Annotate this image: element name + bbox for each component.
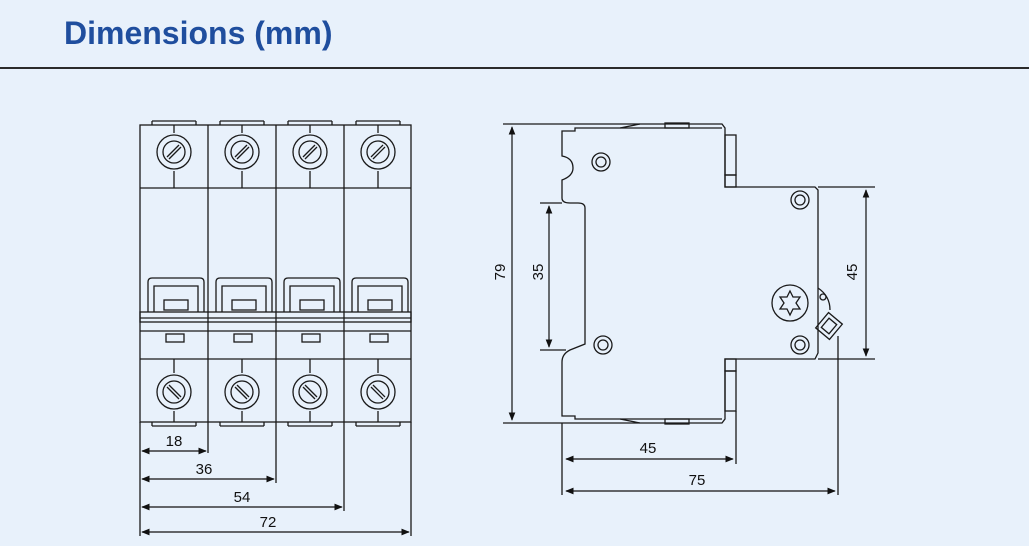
- toggle-handles: [147, 277, 409, 312]
- indicator-window: [301, 333, 321, 343]
- header: Dimensions (mm): [0, 0, 1029, 69]
- dim-label-18: 18: [166, 433, 183, 450]
- header-divider: [0, 67, 1029, 69]
- side-screw: [593, 335, 613, 355]
- dim-label-75: 75: [689, 472, 706, 489]
- dim-label-45-horizontal: 45: [640, 440, 657, 457]
- side-screw: [591, 152, 611, 172]
- top-terminals: [156, 125, 396, 188]
- top-caps: [151, 120, 401, 125]
- bottom-terminals: [156, 359, 396, 422]
- front-dimensions: [141, 447, 410, 536]
- dim-label-36: 36: [196, 461, 213, 478]
- indicator-window: [165, 333, 185, 343]
- page-title: Dimensions (mm): [64, 15, 333, 51]
- side-view: [503, 122, 875, 495]
- side-dimensions: [508, 126, 870, 495]
- pivot-star-icon: [771, 284, 809, 322]
- front-view: [139, 120, 412, 536]
- indicator-window: [369, 333, 389, 343]
- dim-label-79: 79: [492, 264, 509, 281]
- side-screw: [790, 190, 810, 210]
- dim-label-35: 35: [530, 264, 547, 281]
- side-profile-outline: [561, 123, 819, 424]
- bottom-caps: [151, 422, 401, 427]
- dim-label-54: 54: [234, 489, 251, 506]
- handle-bar: [139, 311, 412, 323]
- dim-label-45-vertical: 45: [844, 264, 861, 281]
- side-handle-lever: [814, 287, 844, 341]
- indicator-window: [233, 333, 253, 343]
- dim-label-72: 72: [260, 514, 277, 531]
- side-screw: [790, 335, 810, 355]
